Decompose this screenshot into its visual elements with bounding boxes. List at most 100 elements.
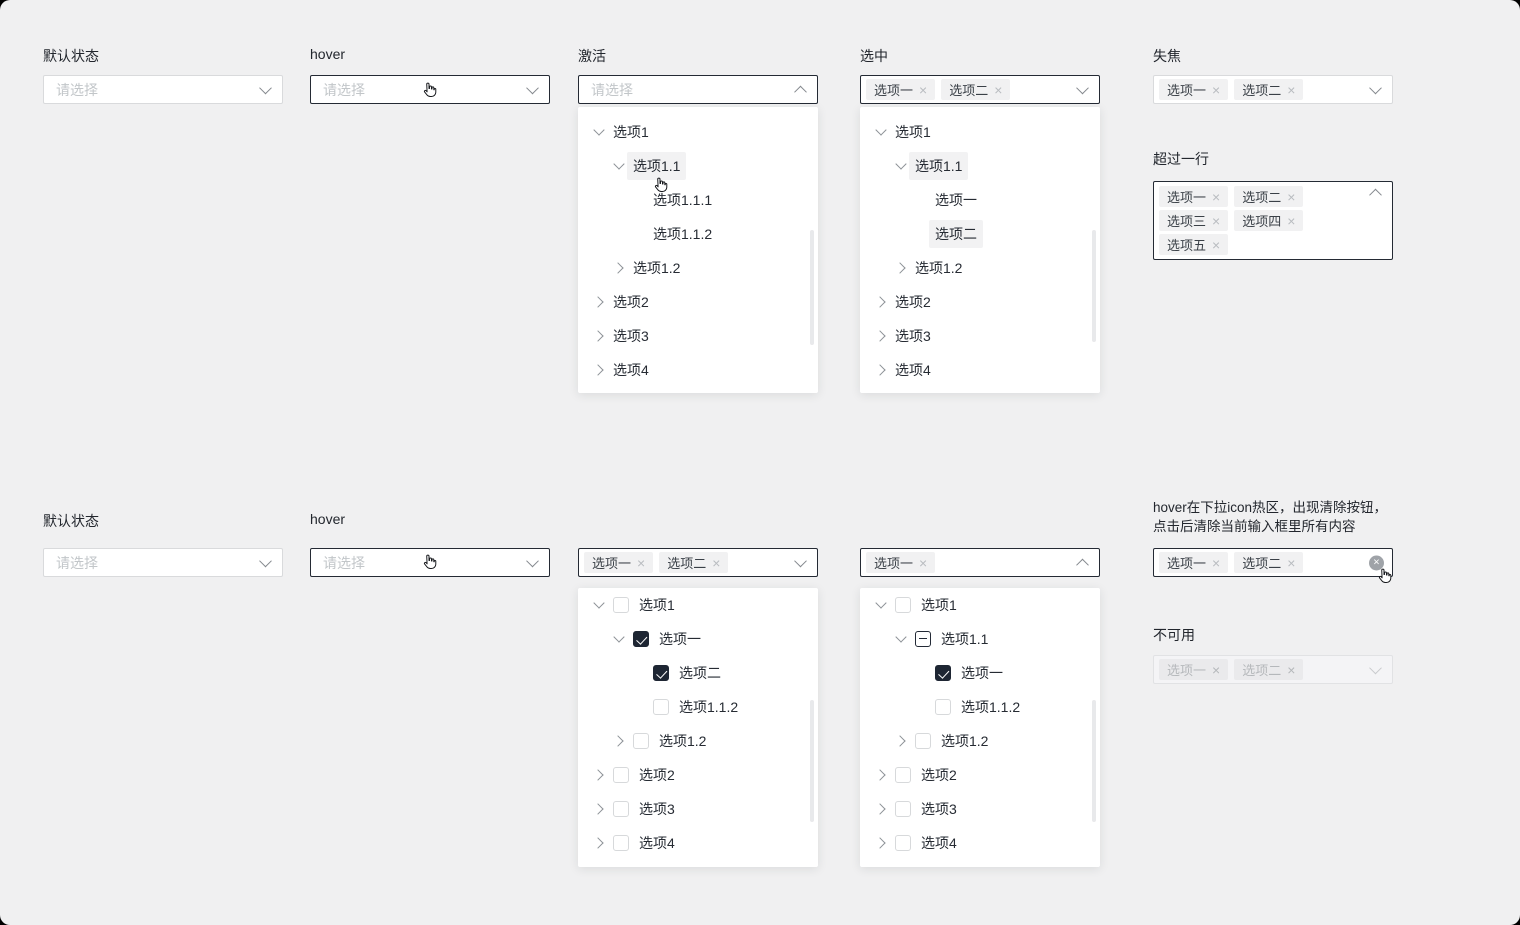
tree-item[interactable]: 选项3 <box>860 792 1100 826</box>
tree-item[interactable]: 选项1 <box>578 588 818 622</box>
tree-item[interactable]: 选项1 <box>860 115 1100 149</box>
tree-item[interactable]: 选项3 <box>578 792 818 826</box>
chevron-right-icon[interactable] <box>594 330 606 342</box>
tree-item[interactable]: 选项1 <box>860 588 1100 622</box>
select-selected[interactable]: 选项一 × 选项二 × <box>860 75 1100 104</box>
chevron-down-icon[interactable] <box>876 126 888 138</box>
scrollbar-thumb[interactable] <box>810 700 814 822</box>
chevron-right-icon[interactable] <box>594 837 606 849</box>
selected-tag[interactable]: 选项二 × <box>659 552 729 573</box>
checkbox[interactable] <box>613 801 629 817</box>
chevron-down-icon[interactable] <box>896 633 908 645</box>
chevron-right-icon[interactable] <box>594 296 606 308</box>
tree-item[interactable]: 选项1.2 <box>860 724 1100 758</box>
selected-tag[interactable]: 选项五 × <box>1159 234 1229 255</box>
scrollbar-thumb[interactable] <box>1092 230 1096 342</box>
tree-item[interactable]: 选项2 <box>578 285 818 319</box>
tree-item[interactable]: 选项1.2 <box>860 251 1100 285</box>
checkbox[interactable] <box>613 767 629 783</box>
chevron-up-icon[interactable] <box>1369 188 1382 202</box>
selected-tag[interactable]: 选项三 × <box>1159 210 1229 231</box>
selected-tag[interactable]: 选项一 × <box>584 552 654 573</box>
tree-item[interactable]: 选项1.2 <box>578 724 818 758</box>
chevron-up-icon[interactable] <box>1076 558 1089 571</box>
select-blur[interactable]: 选项一 × 选项二 × <box>1153 75 1393 104</box>
clear-button[interactable]: × <box>1369 555 1384 570</box>
selected-tag[interactable]: 选项二 × <box>941 79 1011 100</box>
select-active[interactable]: 请选择 <box>578 75 818 104</box>
checkbox[interactable] <box>935 665 951 681</box>
tree-item[interactable]: 选项1.1.2 <box>578 690 818 724</box>
tree-item[interactable]: 选项3 <box>578 319 818 353</box>
tag-remove-icon[interactable]: × <box>1212 81 1221 98</box>
chevron-right-icon[interactable] <box>614 735 626 747</box>
tree-item[interactable]: 选项4 <box>578 826 818 860</box>
tree-item[interactable]: 选项1 <box>578 115 818 149</box>
select-hover[interactable]: 请选择 <box>310 75 550 104</box>
select-clearable[interactable]: 选项一 × 选项二 × × <box>1153 548 1393 577</box>
tree-item[interactable]: 选项2 <box>860 285 1100 319</box>
scrollbar-thumb[interactable] <box>1092 700 1096 822</box>
select-multi-tags[interactable]: 选项一 × 选项二 × <box>578 548 818 577</box>
chevron-down-icon[interactable] <box>1076 81 1089 94</box>
chevron-up-icon[interactable] <box>794 85 807 98</box>
select-default[interactable]: 请选择 <box>43 75 283 104</box>
selected-tag[interactable]: 选项二 × <box>1234 186 1304 207</box>
selected-tag[interactable]: 选项二 × <box>1234 79 1304 100</box>
checkbox[interactable] <box>653 665 669 681</box>
chevron-right-icon[interactable] <box>594 364 606 376</box>
tree-item[interactable]: 选项2 <box>578 758 818 792</box>
tree-item[interactable]: 选项1.2 <box>578 251 818 285</box>
chevron-right-icon[interactable] <box>876 330 888 342</box>
chevron-right-icon[interactable] <box>896 262 908 274</box>
chevron-right-icon[interactable] <box>594 769 606 781</box>
chevron-down-icon[interactable] <box>526 81 539 94</box>
tag-remove-icon[interactable]: × <box>1212 554 1221 571</box>
chevron-down-icon[interactable] <box>614 160 626 172</box>
chevron-right-icon[interactable] <box>594 803 606 815</box>
tree-item[interactable]: 选项1.1.2 <box>578 217 818 251</box>
selected-tag[interactable]: 选项二 × <box>1234 552 1304 573</box>
tree-item[interactable]: 选项二 <box>860 217 1100 251</box>
tree-item[interactable]: 选项3 <box>860 319 1100 353</box>
selected-tag[interactable]: 选项一 × <box>1159 186 1229 207</box>
checkbox[interactable] <box>895 767 911 783</box>
tree-item[interactable]: 选项2 <box>860 758 1100 792</box>
tag-remove-icon[interactable]: × <box>994 81 1003 98</box>
selected-tag[interactable]: 选项一 × <box>866 552 936 573</box>
tag-remove-icon[interactable]: × <box>1212 236 1221 253</box>
checkbox[interactable] <box>895 801 911 817</box>
checkbox[interactable] <box>633 733 649 749</box>
chevron-down-icon[interactable] <box>1369 81 1382 94</box>
selected-tag[interactable]: 选项一 × <box>866 79 936 100</box>
chevron-down-icon[interactable] <box>259 81 272 94</box>
tree-item[interactable]: 选项一 <box>860 183 1100 217</box>
select-multi-default[interactable]: 请选择 <box>43 548 283 577</box>
scrollbar-thumb[interactable] <box>810 230 814 345</box>
chevron-right-icon[interactable] <box>876 803 888 815</box>
selected-tag[interactable]: 选项四 × <box>1234 210 1304 231</box>
chevron-down-icon[interactable] <box>794 554 807 567</box>
tag-remove-icon[interactable]: × <box>919 81 928 98</box>
chevron-down-icon[interactable] <box>594 126 606 138</box>
checkbox[interactable] <box>613 835 629 851</box>
tree-item[interactable]: 选项1.1.2 <box>860 690 1100 724</box>
tag-remove-icon[interactable]: × <box>1287 554 1296 571</box>
chevron-right-icon[interactable] <box>876 769 888 781</box>
tree-item[interactable]: 选项一 <box>578 622 818 656</box>
chevron-down-icon[interactable] <box>594 599 606 611</box>
checkbox[interactable] <box>915 733 931 749</box>
tree-item[interactable]: 选项1.1.1 <box>578 183 818 217</box>
selected-tag[interactable]: 选项一 × <box>1159 79 1229 100</box>
checkbox[interactable] <box>895 835 911 851</box>
chevron-right-icon[interactable] <box>896 735 908 747</box>
checkbox[interactable] <box>895 597 911 613</box>
tag-remove-icon[interactable]: × <box>712 554 721 571</box>
chevron-right-icon[interactable] <box>876 296 888 308</box>
tag-remove-icon[interactable]: × <box>1287 188 1296 205</box>
tree-item[interactable]: 选项一 <box>860 656 1100 690</box>
tree-item[interactable]: 选项4 <box>860 353 1100 387</box>
chevron-right-icon[interactable] <box>876 364 888 376</box>
tree-item[interactable]: 选项1.1 <box>578 149 818 183</box>
tree-item[interactable]: 选项1.1 <box>860 622 1100 656</box>
